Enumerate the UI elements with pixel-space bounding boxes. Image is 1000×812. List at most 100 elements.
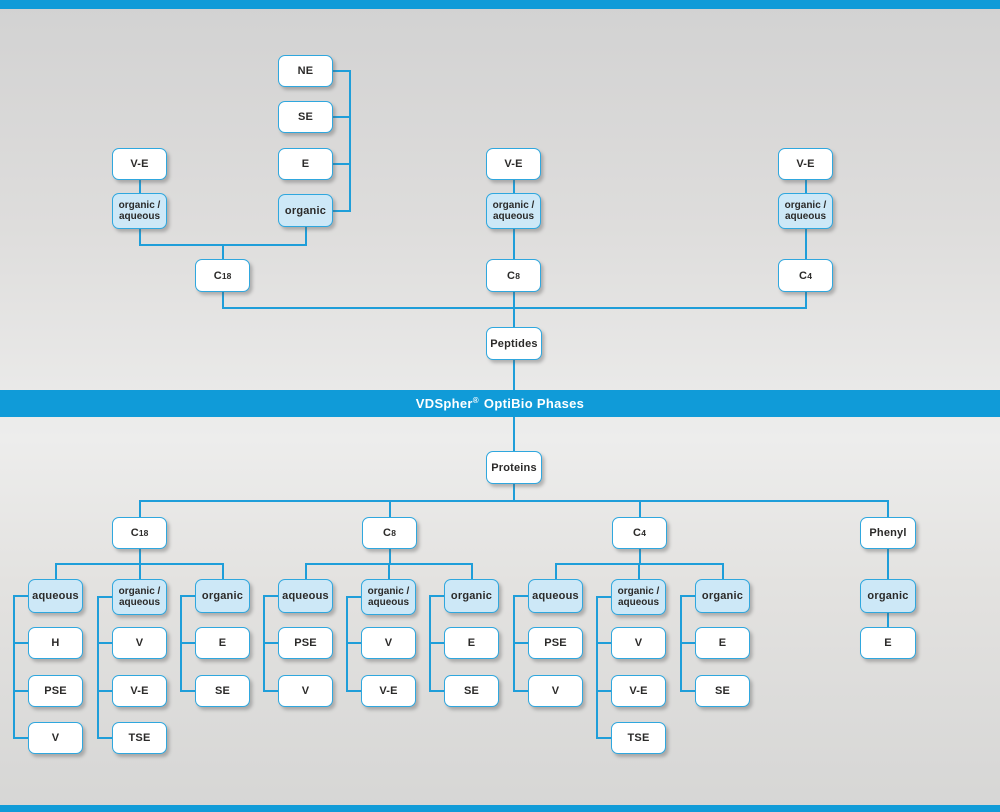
- connector-line: [429, 596, 431, 692]
- connector-line: [429, 690, 446, 692]
- connector-line: [470, 564, 473, 581]
- connector-line: [346, 596, 363, 598]
- connector-line: [429, 595, 446, 597]
- node-label: TSE: [627, 732, 650, 744]
- node-label: E: [301, 158, 310, 170]
- node-pep-c4: C4: [778, 259, 833, 292]
- connector-line: [513, 690, 530, 692]
- node-c18-aq: aqueous: [28, 579, 83, 613]
- connector-line: [388, 501, 391, 519]
- connector-line: [331, 209, 351, 212]
- connector-line: [346, 690, 363, 692]
- connector-line: [13, 596, 15, 739]
- node-c8-orgaq: organic / aqueous: [361, 579, 416, 615]
- connector-line: [596, 642, 613, 644]
- node-c18-oa-tse: TSE: [112, 722, 167, 754]
- node-prot-c8: C8: [362, 517, 417, 549]
- node-c18-aq-v: V: [28, 722, 83, 754]
- node-label: PSE: [544, 637, 567, 649]
- connector-line: [263, 642, 280, 644]
- node-label: organic / aqueous: [118, 200, 161, 222]
- node-c18-orgaq: organic / aqueous: [112, 579, 167, 615]
- connector-line: [346, 642, 363, 644]
- connector-line: [680, 690, 697, 692]
- connector-line: [13, 690, 30, 692]
- node-c18-or-e: E: [195, 627, 250, 659]
- node-pep-c18-ve: V-E: [112, 148, 167, 180]
- node-prot-c4: C4: [612, 517, 667, 549]
- connector-line: [97, 690, 114, 692]
- node-c4-oa-v: V: [611, 627, 666, 659]
- node-label: C18: [213, 269, 232, 282]
- node-c8-aq-pse: PSE: [278, 627, 333, 659]
- node-label: E: [884, 637, 892, 649]
- node-c4-or-e: E: [695, 627, 750, 659]
- connector-line: [429, 642, 446, 644]
- node-label: organic: [867, 590, 909, 602]
- connector-line: [13, 595, 30, 597]
- connector-line: [13, 642, 30, 644]
- connector-line: [331, 116, 351, 118]
- node-c8-oa-ve: V-E: [361, 675, 416, 707]
- connector-line: [97, 597, 99, 739]
- connector-line: [804, 229, 807, 261]
- node-c4-aq: aqueous: [528, 579, 583, 613]
- node-label: SE: [714, 685, 731, 697]
- node-pep-c8-orgaq: organic / aqueous: [486, 193, 541, 229]
- node-c8-aq: aqueous: [278, 579, 333, 613]
- connector-line: [512, 229, 515, 261]
- connector-line: [304, 227, 307, 246]
- connector-line: [637, 564, 640, 581]
- connector-line: [138, 180, 141, 195]
- node-label: Proteins: [491, 461, 537, 474]
- node-label: PSE: [294, 637, 317, 649]
- node-c18-oa-v: V: [112, 627, 167, 659]
- node-c4-oa-ve: V-E: [611, 675, 666, 707]
- node-label: E: [218, 637, 227, 649]
- connector-line: [388, 549, 391, 565]
- connector-line: [97, 642, 114, 644]
- connector-line: [349, 71, 351, 212]
- node-c8-aq-v: V: [278, 675, 333, 707]
- node-label: organic / aqueous: [492, 200, 535, 222]
- node-c4-aq-v: V: [528, 675, 583, 707]
- node-label: H: [51, 637, 60, 649]
- connector-line: [180, 596, 182, 692]
- node-label: organic / aqueous: [784, 200, 827, 222]
- connector-line: [221, 292, 224, 309]
- connector-line: [638, 501, 641, 519]
- connector-line: [513, 596, 515, 692]
- node-label: V: [634, 637, 643, 649]
- connector-line: [221, 245, 224, 261]
- node-label: organic: [284, 204, 327, 217]
- node-label: PSE: [44, 685, 67, 697]
- connector-line: [596, 597, 598, 739]
- banner-title: VDSpher® OptiBio Phases: [416, 396, 584, 411]
- connector-line: [180, 642, 197, 644]
- connector-line: [304, 564, 307, 581]
- connector-line: [263, 595, 280, 597]
- node-c18-org: organic: [195, 579, 250, 613]
- node-label: E: [467, 637, 476, 649]
- connector-line: [180, 690, 197, 692]
- node-pep-ne: NE: [278, 55, 333, 87]
- node-c18-aq-pse: PSE: [28, 675, 83, 707]
- node-c8-or-e: E: [444, 627, 499, 659]
- connector-line: [331, 163, 351, 165]
- connector-line: [804, 180, 807, 195]
- node-label: NE: [297, 65, 314, 77]
- connector-line: [513, 360, 515, 392]
- node-label: V-E: [379, 685, 398, 697]
- node-pep-se: SE: [278, 101, 333, 133]
- connector-line: [596, 690, 613, 692]
- node-label: organic / aqueous: [617, 586, 660, 608]
- node-pep-c18-orgaq: organic / aqueous: [112, 193, 167, 229]
- connector-line: [331, 70, 351, 72]
- node-label: V-E: [130, 158, 149, 170]
- connector-line: [263, 596, 265, 692]
- node-pep-c4-ve: V-E: [778, 148, 833, 180]
- registered-trademark-icon: ®: [472, 395, 479, 405]
- node-label: Peptides: [490, 337, 538, 350]
- node-label: V-E: [796, 158, 815, 170]
- node-c8-oa-v: V: [361, 627, 416, 659]
